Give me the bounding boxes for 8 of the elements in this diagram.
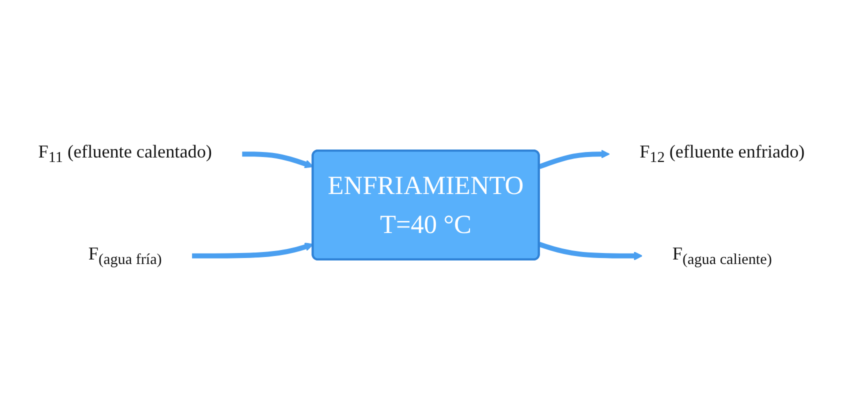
node-text: F$_{(agua caliente)}$	[672, 243, 772, 268]
arrow	[538, 242, 643, 260]
arrow	[192, 242, 314, 258]
arrow	[242, 152, 314, 168]
node-text: F$_{12}$ (efluente enfriado)	[640, 141, 805, 166]
node-text: F$_{11}$ (efluente calentado)	[38, 141, 212, 166]
node-text: F$_{(agua fría)}$	[88, 243, 162, 268]
arrow	[538, 150, 610, 170]
